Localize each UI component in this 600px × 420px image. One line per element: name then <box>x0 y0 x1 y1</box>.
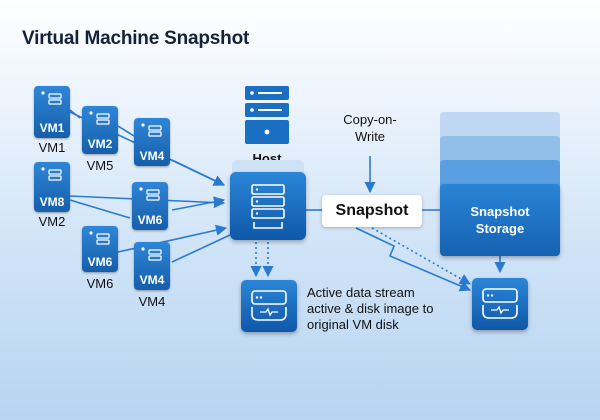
edge-vm4b-host <box>171 234 231 263</box>
edge-vm6-host <box>171 196 226 211</box>
vm-label: VM8 <box>39 195 65 209</box>
vm-node-vm6[interactable]: VM6 <box>132 182 168 230</box>
vm-server-icon <box>139 187 160 201</box>
edge-snapshot-disk <box>355 227 472 292</box>
edge-vm8-vm6 <box>69 199 131 219</box>
vm-label: VM4 <box>139 273 165 287</box>
vm-label: VM6 <box>87 255 113 269</box>
edge-snapshot-disk-dotted <box>371 227 471 285</box>
vm-server-icon <box>41 167 62 181</box>
host-node[interactable] <box>230 172 306 240</box>
storage-label: Snapshot Storage <box>470 204 530 236</box>
vm-label: VM2 <box>87 137 113 151</box>
vm-node-vm4[interactable]: VM4 <box>134 118 170 166</box>
vm-node-vm6-b[interactable]: VM6 <box>82 226 118 272</box>
vm-label: VM6 <box>137 213 163 227</box>
vm-caption: VM5 <box>86 158 114 173</box>
vm-server-icon <box>141 123 162 137</box>
snapshot-disk-node[interactable] <box>472 278 528 330</box>
copy-on-write-label: Copy-on- Write <box>343 112 397 144</box>
snapshot-storage-node[interactable]: Snapshot Storage <box>440 184 560 256</box>
vm-server-icon <box>89 231 110 245</box>
diagram-title: Virtual Machine Snapshot <box>22 28 250 49</box>
server-rack-icon <box>245 86 289 144</box>
vm-node-vm1[interactable]: VM1 <box>34 86 70 138</box>
original-vm-disk-node[interactable] <box>241 280 297 332</box>
edge-vm4-host <box>171 159 226 186</box>
server-rack-icon <box>251 184 285 229</box>
edge-vm2-vm4 <box>117 125 135 137</box>
data-stream-note: Active data stream active & disk image t… <box>307 285 434 332</box>
vm-label: VM1 <box>39 121 65 135</box>
disk-drive-icon <box>482 288 518 319</box>
snapshot-node[interactable]: Snapshot <box>322 195 422 227</box>
vm-caption: VM6 <box>86 276 114 291</box>
vm-label: VM4 <box>139 149 165 163</box>
vm-server-icon <box>141 247 162 261</box>
vm-server-icon <box>89 111 110 125</box>
vm-caption: VM4 <box>138 294 166 309</box>
vm-node-vm8[interactable]: VM8 <box>34 162 70 212</box>
vm-node-vm4-b[interactable]: VM4 <box>134 242 170 290</box>
vm-caption: VM2 <box>38 214 66 229</box>
vm-server-icon <box>41 91 62 105</box>
disk-drive-icon <box>251 290 287 321</box>
vm-node-vm2[interactable]: VM2 <box>82 106 118 154</box>
vm-caption: VM1 <box>38 140 66 155</box>
